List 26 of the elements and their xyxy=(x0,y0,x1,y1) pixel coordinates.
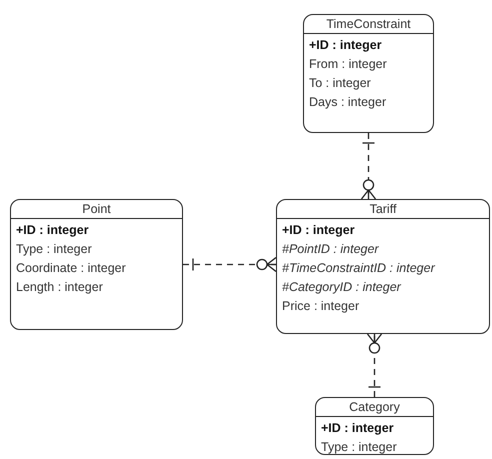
attribute-text: Coordinate : integer xyxy=(16,260,126,277)
relationship-line xyxy=(366,333,382,397)
attribute-text: +ID : integer xyxy=(309,37,382,54)
attribute-text: #PointID : integer xyxy=(282,241,379,258)
entity-box xyxy=(10,199,183,330)
attribute-text: +ID : integer xyxy=(16,222,89,239)
relationship-line xyxy=(360,133,376,200)
attribute-text: +ID : integer xyxy=(321,420,394,437)
entity-box xyxy=(303,14,434,133)
attribute-text: Days : integer xyxy=(309,94,386,111)
attribute-text: Price : integer xyxy=(282,298,360,315)
entity-name: Point xyxy=(11,200,182,219)
attribute-text: Type : integer xyxy=(16,241,92,258)
entity-box xyxy=(276,199,490,334)
attribute-text: Length : integer xyxy=(16,279,103,296)
entity-box xyxy=(315,397,434,455)
entity-name: Category xyxy=(316,398,433,417)
attribute-text: From : integer xyxy=(309,56,387,73)
attribute-text: #CategoryID : integer xyxy=(282,279,401,296)
attribute-text: To : integer xyxy=(309,75,371,92)
attribute-text: +ID : integer xyxy=(282,222,355,239)
relationship-line xyxy=(183,256,277,272)
entity-name: Tariff xyxy=(277,200,489,219)
attribute-text: #TimeConstraintID : integer xyxy=(282,260,435,277)
attribute-text: Type : integer xyxy=(321,439,397,456)
entity-name: TimeConstraint xyxy=(304,15,433,34)
